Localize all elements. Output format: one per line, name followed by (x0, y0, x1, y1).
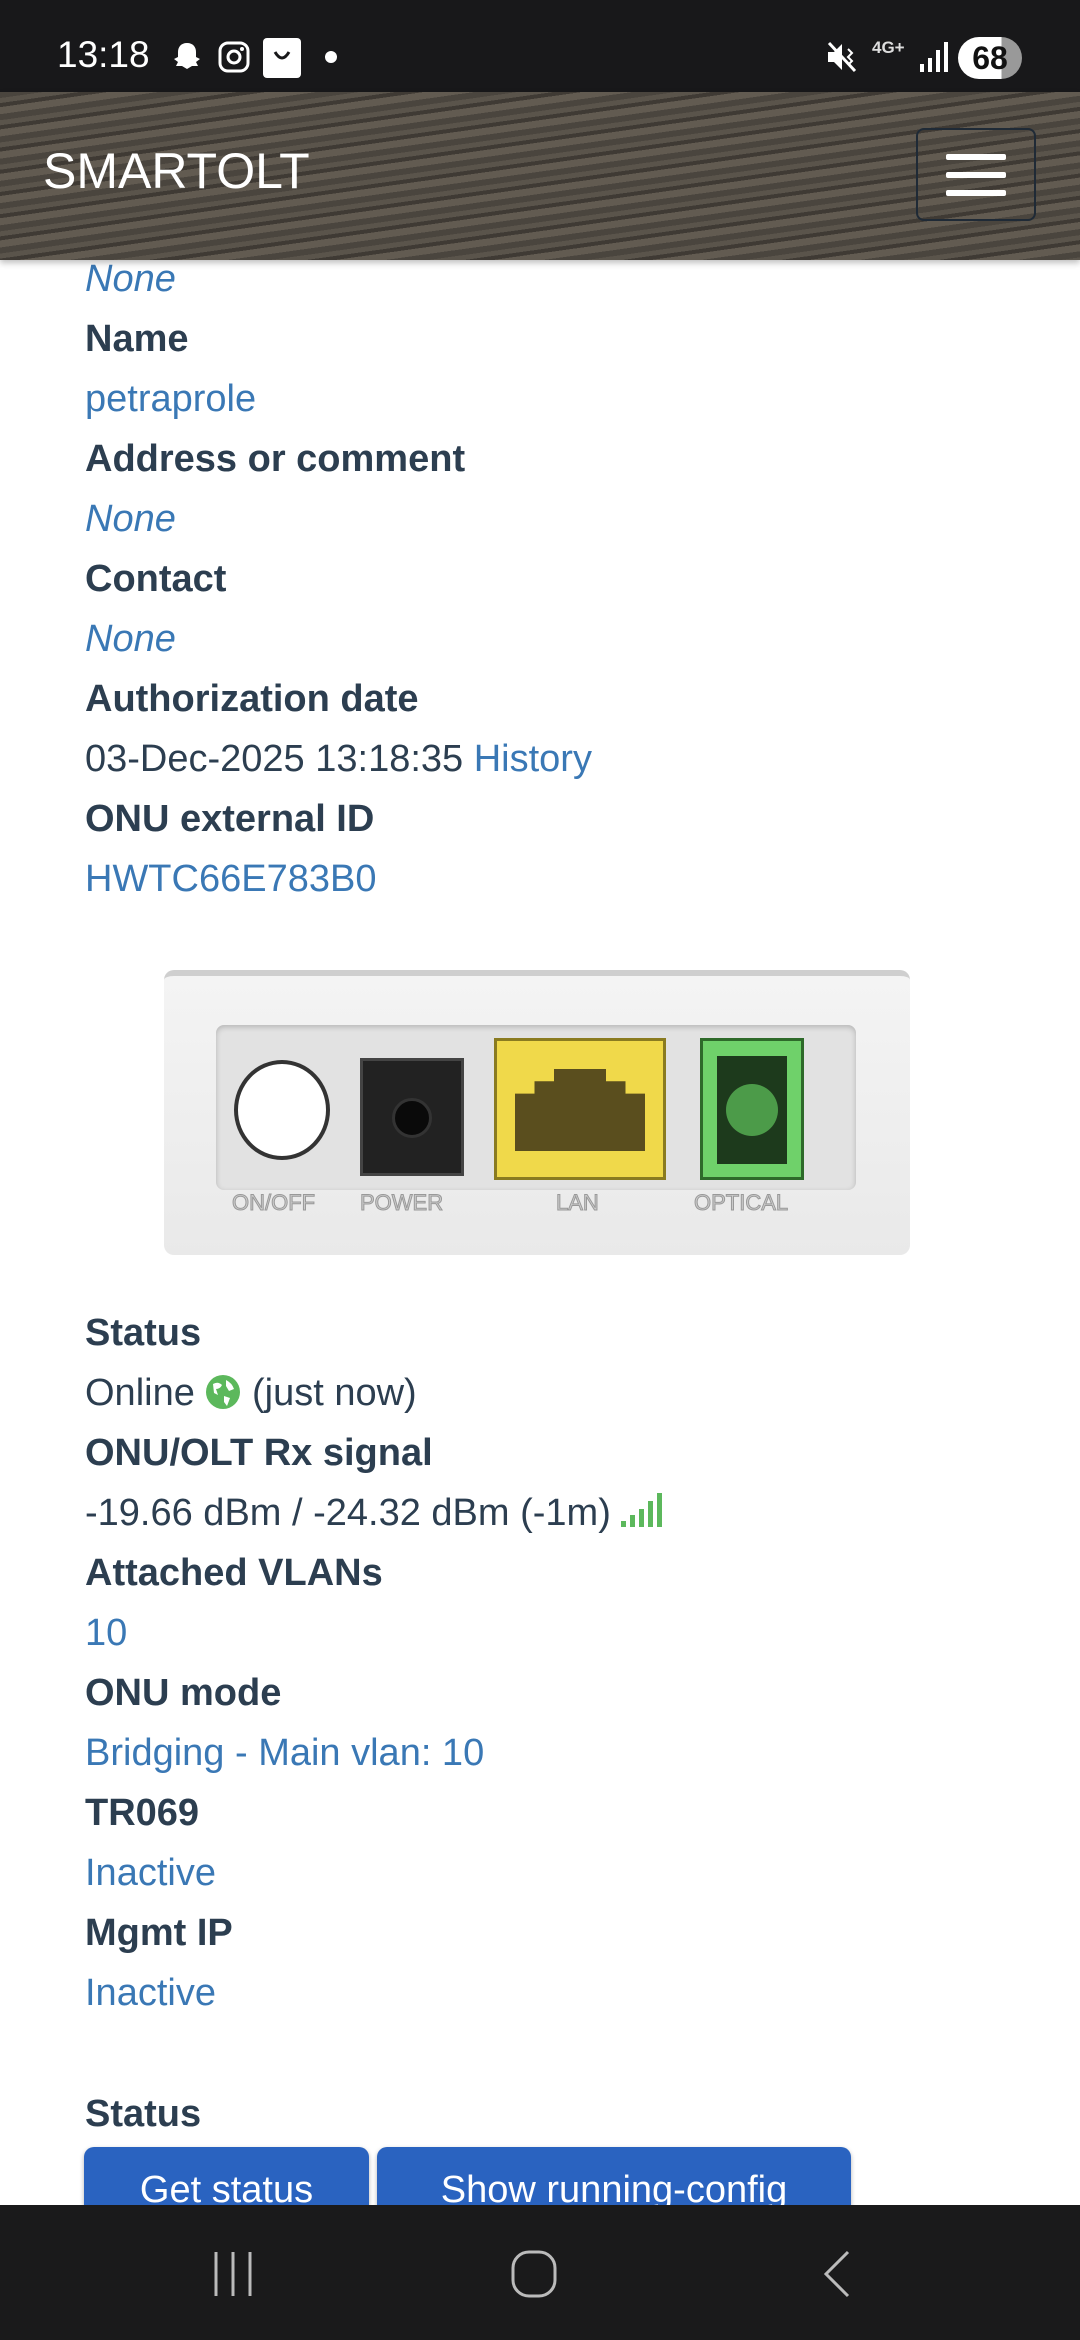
shopping-bag-icon (263, 38, 301, 78)
history-link[interactable]: History (473, 738, 592, 780)
power-port (360, 1058, 464, 1176)
onu-mode-label: ONU mode (85, 1672, 282, 1714)
authorization-date: 03-Dec-2025 13:18:35 (85, 738, 464, 780)
vlans-label: Attached VLANs (85, 1552, 383, 1594)
field-value: None (85, 258, 176, 300)
signal-icon (920, 42, 948, 72)
on-off-port (234, 1060, 330, 1160)
signal-label: ONU/OLT Rx signal (85, 1432, 433, 1474)
onu-device-image: ON/OFF POWER LAN OPTICAL (164, 970, 910, 1260)
authorization-date-value: 03-Dec-2025 13:18:35 History (85, 729, 1045, 789)
field-label-address: Address or comment (85, 438, 466, 480)
notification-dot-icon (325, 51, 337, 63)
status-value: Online (just now) (85, 1363, 1045, 1423)
lan-port (494, 1038, 666, 1180)
battery-indicator: 68 (958, 37, 1022, 79)
tr069-label: TR069 (85, 1792, 200, 1834)
status-text: Online (85, 1372, 195, 1414)
navbar-header: SMARTOLT (0, 92, 1080, 260)
status-bar: 13:18 4G+ 68 (0, 0, 1080, 92)
recent-apps-icon[interactable] (210, 2250, 256, 2298)
port-label: OPTICAL (693, 1190, 789, 1216)
status-time: (just now) (251, 1372, 417, 1414)
system-navigation-bar (0, 2205, 1080, 2340)
signal-text: -19.66 dBm / -24.32 dBm (-1m) (85, 1492, 611, 1534)
mute-icon (827, 41, 857, 73)
field-label-contact: Contact (85, 558, 227, 600)
optical-port (700, 1038, 804, 1180)
network-type: 4G+ (872, 38, 905, 57)
status-section-title: Status (85, 2093, 202, 2135)
status-label: Status (85, 1312, 202, 1354)
contact-link[interactable]: None (85, 618, 176, 660)
signal-value: -19.66 dBm / -24.32 dBm (-1m) (85, 1483, 1045, 1543)
battery-level: 68 (972, 40, 1008, 76)
name-link[interactable]: petraprole (85, 378, 257, 420)
onu-mode-link[interactable]: Bridging - Main vlan: 10 (85, 1732, 485, 1774)
port-label: POWER (359, 1190, 444, 1216)
field-label-name: Name (85, 318, 189, 360)
menu-toggle-button[interactable] (916, 128, 1036, 221)
address-link[interactable]: None (85, 498, 176, 540)
external-id-link[interactable]: HWTC66E783B0 (85, 858, 377, 900)
tr069-link[interactable]: Inactive (85, 1852, 216, 1894)
field-label-external-id: ONU external ID (85, 798, 375, 840)
port-label: ON/OFF (231, 1190, 316, 1216)
hamburger-icon (946, 153, 1006, 160)
clock: 13:18 (57, 34, 150, 75)
snapchat-icon (174, 43, 200, 69)
mgmt-ip-label: Mgmt IP (85, 1912, 233, 1954)
brand-logo[interactable]: SMARTOLT (43, 143, 310, 199)
vlans-link[interactable]: 10 (85, 1612, 128, 1654)
back-icon[interactable] (820, 2250, 852, 2298)
home-icon[interactable] (510, 2250, 558, 2298)
signal-strength-icon (621, 1493, 663, 1527)
field-label-authorization-date: Authorization date (85, 678, 419, 720)
port-label: LAN (556, 1190, 600, 1216)
instagram-icon (218, 41, 250, 73)
onu-details: None Name petraprole Address or comment … (85, 249, 1045, 2144)
globe-icon (206, 1375, 241, 1409)
mgmt-ip-link[interactable]: Inactive (85, 1972, 216, 2014)
